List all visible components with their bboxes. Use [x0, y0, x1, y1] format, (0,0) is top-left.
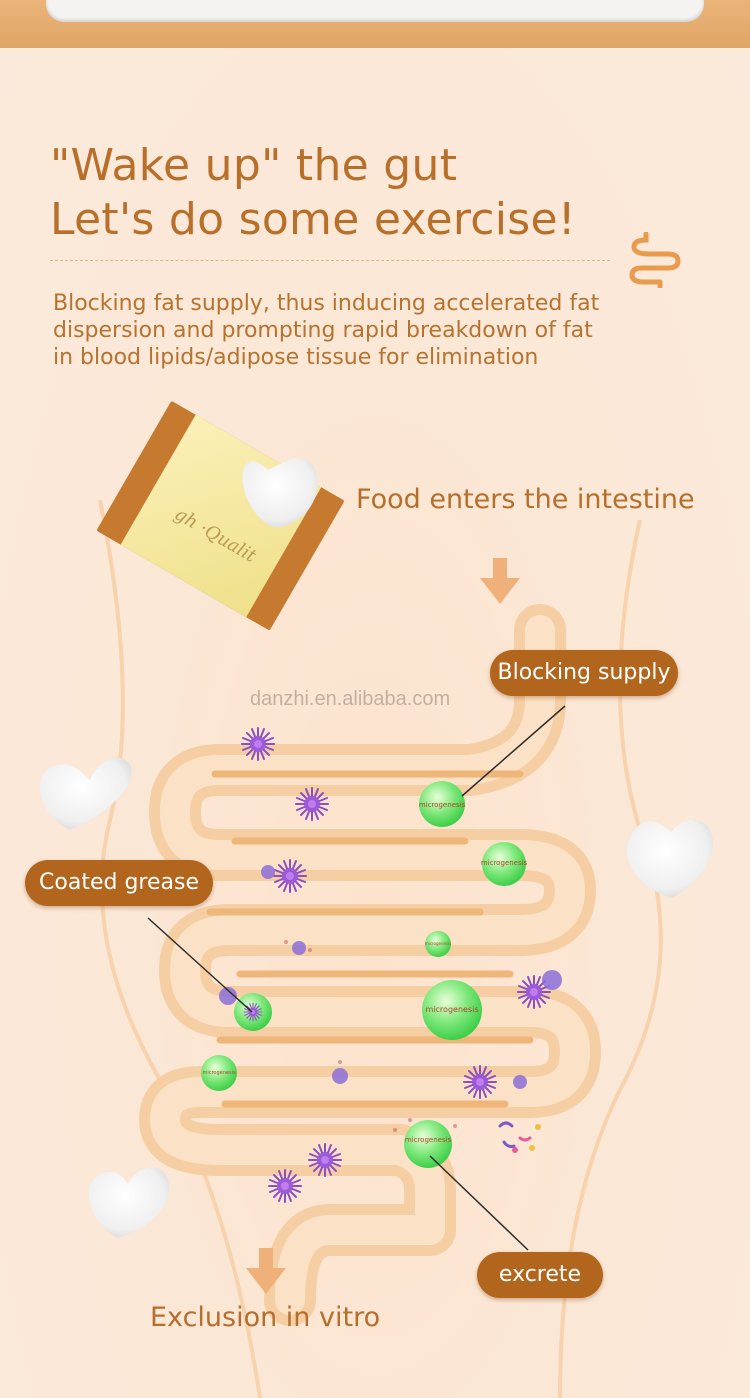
good-bacteria: microgenesis	[481, 842, 528, 886]
good-bacteria: microgenesis	[422, 980, 482, 1040]
intestine-tube	[139, 604, 601, 1326]
top-banner	[0, 0, 750, 48]
title-line-1: "Wake up" the gut	[50, 140, 458, 191]
good-bacteria	[234, 993, 272, 1031]
excrete-badge: excrete	[477, 1252, 603, 1298]
title-divider	[50, 260, 610, 261]
svg-text:microgenesis: microgenesis	[481, 859, 528, 867]
food-enters-label: Food enters the intestine	[356, 484, 695, 515]
title-line-2: Let's do some exercise!	[50, 194, 576, 245]
bad-bacteria-icon	[463, 1065, 497, 1099]
svg-text:microgenesis: microgenesis	[426, 1005, 479, 1014]
sugar-cube-heart	[242, 458, 318, 528]
intestine-icon	[629, 232, 681, 288]
candy-package: gh ·Qualit	[97, 401, 344, 630]
description: Blocking fat supply, thus inducing accel…	[53, 290, 653, 371]
down-arrow-icon	[246, 1248, 286, 1294]
description-line-3: in blood lipids/adipose tissue for elimi…	[53, 345, 539, 370]
sugar-cube-heart	[39, 757, 132, 830]
svg-text:microgenesis: microgenesis	[405, 1136, 452, 1144]
top-banner-panel	[46, 0, 704, 22]
bad-bacteria-icon	[295, 787, 329, 821]
sugar-cube-heart	[626, 819, 713, 898]
bacteria-cluster	[498, 1121, 541, 1153]
svg-text:microgenesis: microgenesis	[425, 941, 452, 946]
svg-text:microgenesis: microgenesis	[419, 801, 466, 809]
svg-text:microgenesis: microgenesis	[202, 1070, 236, 1076]
exclusion-label: Exclusion in vitro	[150, 1302, 381, 1333]
down-arrow-icon	[480, 558, 520, 604]
description-line-1: Blocking fat supply, thus inducing accel…	[53, 291, 600, 316]
bad-bacteria-icon	[308, 1143, 342, 1177]
good-bacteria: microgenesis	[201, 1055, 237, 1091]
blocking-supply-badge: Blocking supply	[490, 650, 678, 696]
bad-bacteria-icon	[241, 727, 275, 761]
watermark: danzhi.en.alibaba.com	[250, 688, 451, 710]
good-bacteria: microgenesis	[404, 1120, 452, 1168]
bad-bacteria-icon	[268, 1169, 302, 1203]
description-line-2: dispersion and prompting rapid breakdown…	[53, 318, 593, 343]
bad-bacteria-icon	[273, 859, 307, 893]
good-bacteria: microgenesis	[419, 781, 466, 827]
coated-grease-badge: Coated grease	[25, 860, 213, 906]
good-bacteria: microgenesis	[425, 931, 452, 957]
sugar-cube-heart	[88, 1167, 170, 1238]
